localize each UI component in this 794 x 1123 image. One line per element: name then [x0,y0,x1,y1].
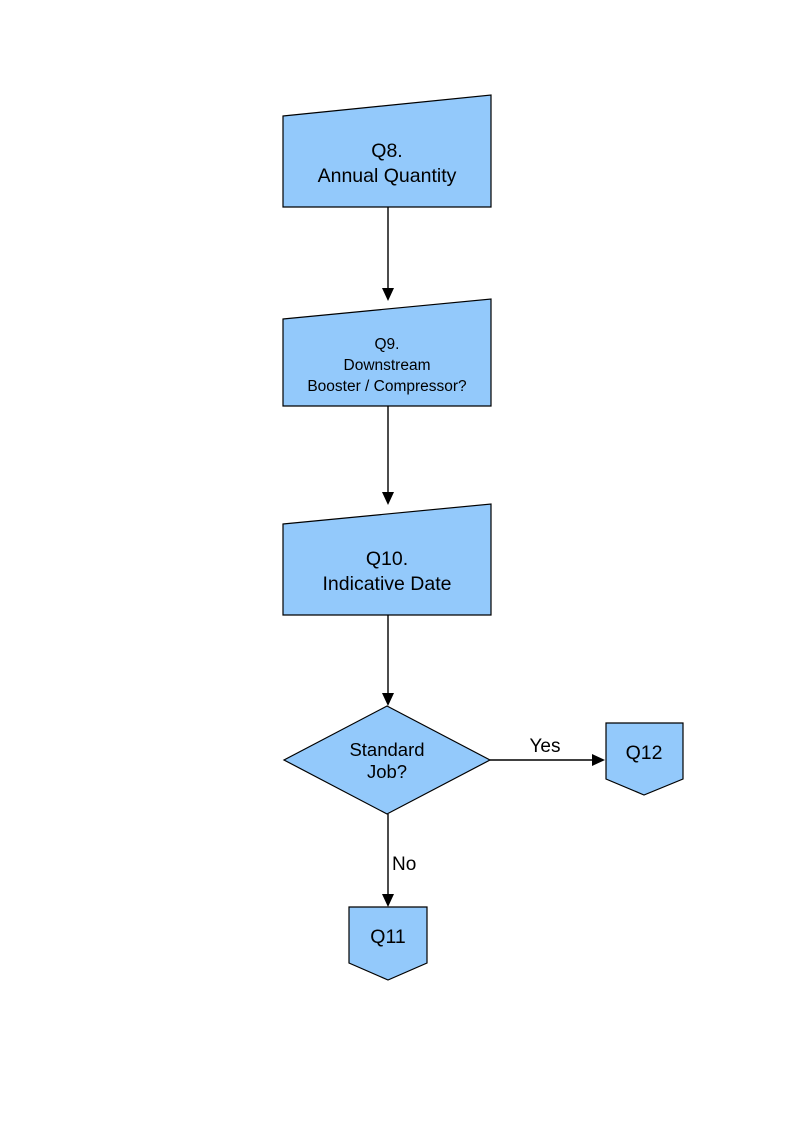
q9-label-line1: Q9. [375,336,400,353]
edge-q8-to-q9-arrowhead [382,288,394,301]
edge-decision-to-q11-arrowhead [382,894,394,907]
q12-label: Q12 [626,742,663,764]
q11-shape[interactable] [348,906,428,981]
q10-shape[interactable] [282,503,492,616]
edge-label-no: No [392,854,416,875]
node-q11[interactable]: Q11 [348,906,428,981]
edge-decision-to-q12: Yes [490,736,605,766]
q8-shape[interactable] [282,94,492,208]
edge-q10-to-decision-arrowhead [382,693,394,706]
edge-q9-to-q10 [382,406,394,505]
q9-label-line3: Booster / Compressor? [307,378,467,395]
edge-q10-to-decision [382,615,394,706]
edge-decision-to-q11: No [382,814,416,907]
node-decision-standard-job[interactable]: Standard Job? [282,705,492,815]
node-q8[interactable]: Q8. Annual Quantity [282,94,492,208]
edge-label-yes: Yes [530,736,561,757]
edge-q9-to-q10-arrowhead [382,492,394,505]
decision-label-line1: Standard [349,739,424,760]
q12-shape[interactable] [605,722,684,796]
q9-shape[interactable] [282,298,492,407]
q11-label: Q11 [370,926,405,948]
node-q12[interactable]: Q12 [605,722,684,796]
node-q10[interactable]: Q10. Indicative Date [282,503,492,616]
decision-label-line2: Job? [367,761,407,782]
edge-q8-to-q9 [382,207,394,301]
q9-label-line2: Downstream [344,357,431,374]
q8-label-line1: Q8. [371,140,402,162]
q10-label-line2: Indicative Date [323,573,452,595]
node-q9[interactable]: Q9. Downstream Booster / Compressor? [282,298,492,407]
q8-label-line2: Annual Quantity [318,165,457,187]
edge-decision-to-q12-arrowhead [592,754,605,766]
q10-label-line1: Q10. [366,548,408,570]
decision-shape[interactable] [282,705,492,815]
